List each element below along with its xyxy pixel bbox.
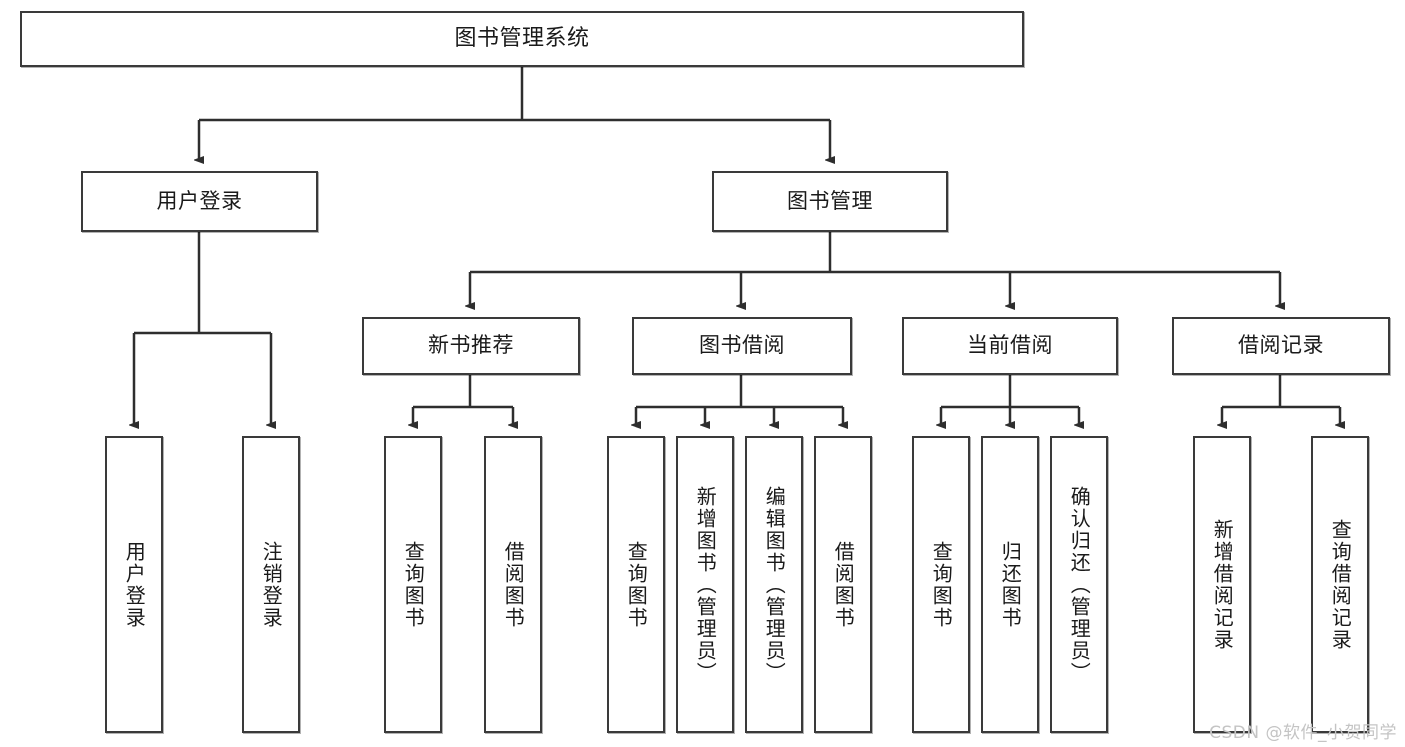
node-book-manage[interactable]: 图书管理 [712,171,948,232]
node-new-book-recommend[interactable]: 新书推荐 [362,317,580,375]
node-user-login[interactable]: 用户登录 [81,171,318,232]
node-leaf-query-record[interactable]: 查询借阅记录 [1311,436,1369,733]
node-leaf-add-record[interactable]: 新增借阅记录 [1193,436,1251,733]
node-leaf-query-book-2-label: 查询图书 [624,540,649,629]
node-leaf-user-login-label: 用户登录 [122,540,147,629]
node-leaf-user-login[interactable]: 用户登录 [105,436,163,733]
node-leaf-query-record-label: 查询借阅记录 [1328,518,1353,651]
node-book-borrow-label: 图书借阅 [699,333,785,358]
node-new-book-recommend-label: 新书推荐 [428,333,514,358]
node-leaf-borrow-book-2[interactable]: 借阅图书 [814,436,872,733]
csdn-watermark: CSDN @软件_小贺同学 [1209,723,1397,743]
node-leaf-confirm-return-label: 确认归还（管理员） [1067,485,1092,684]
node-leaf-borrow-book-1[interactable]: 借阅图书 [484,436,542,733]
node-borrow-record-label: 借阅记录 [1238,333,1324,358]
node-leaf-add-book-label: 新增图书（管理员） [693,485,718,684]
node-leaf-add-book[interactable]: 新增图书（管理员） [676,436,734,733]
node-leaf-logout-login-label: 注销登录 [259,540,284,629]
node-leaf-query-book-2[interactable]: 查询图书 [607,436,665,733]
node-leaf-borrow-book-1-label: 借阅图书 [501,540,526,629]
node-current-borrow-label: 当前借阅 [967,333,1053,358]
node-root-label: 图书管理系统 [454,25,590,51]
node-leaf-query-book-3-label: 查询图书 [929,540,954,629]
node-leaf-confirm-return[interactable]: 确认归还（管理员） [1050,436,1108,733]
node-current-borrow[interactable]: 当前借阅 [902,317,1118,375]
node-book-manage-label: 图书管理 [787,188,873,213]
node-book-borrow[interactable]: 图书借阅 [632,317,852,375]
node-leaf-edit-book-label: 编辑图书（管理员） [762,485,787,684]
node-leaf-return-book-label: 归还图书 [998,540,1023,629]
node-leaf-borrow-book-2-label: 借阅图书 [831,540,856,629]
node-leaf-query-book-3[interactable]: 查询图书 [912,436,970,733]
node-leaf-query-book-1[interactable]: 查询图书 [384,436,442,733]
node-root[interactable]: 图书管理系统 [20,11,1024,67]
node-leaf-edit-book[interactable]: 编辑图书（管理员） [745,436,803,733]
node-leaf-add-record-label: 新增借阅记录 [1210,518,1235,651]
node-leaf-logout-login[interactable]: 注销登录 [242,436,300,733]
node-borrow-record[interactable]: 借阅记录 [1172,317,1390,375]
node-leaf-return-book[interactable]: 归还图书 [981,436,1039,733]
node-leaf-query-book-1-label: 查询图书 [401,540,426,629]
node-user-login-label: 用户登录 [156,188,243,213]
